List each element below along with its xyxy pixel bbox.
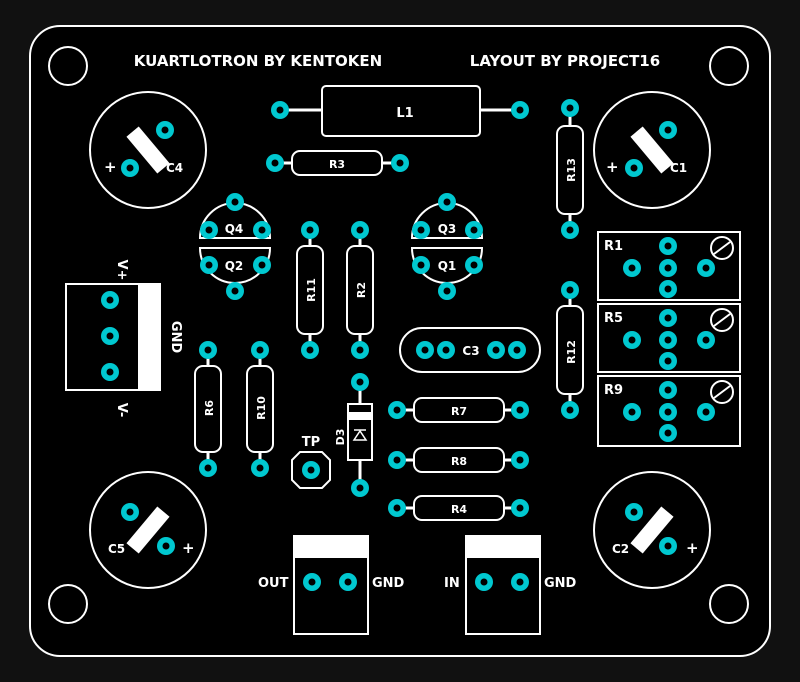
resistor-r2-label: R2	[355, 282, 368, 298]
trimmer-r5: R5	[597, 303, 741, 373]
out-connector-out-label: OUT	[258, 576, 289, 591]
transistor-q4: Q4	[198, 193, 272, 239]
transistor-q1-label: Q1	[438, 259, 457, 273]
capacitor-c1: + C1	[593, 91, 711, 209]
capacitor-c5: C5 +	[89, 471, 207, 589]
header-right-title: LAYOUT BY PROJECT16	[470, 52, 660, 70]
board-outline	[29, 25, 771, 657]
resistor-r2: R2	[346, 221, 374, 359]
resistor-r11-label: R11	[305, 278, 318, 302]
mounting-hole-bottom-right	[709, 584, 749, 624]
in-connector: IN GND	[444, 535, 577, 635]
resistor-r3: R3	[266, 150, 409, 176]
resistor-r13: R13	[556, 99, 584, 239]
trimmer-r1: R1	[597, 231, 741, 301]
transistor-q3-label: Q3	[438, 222, 457, 236]
resistor-r6-label: R6	[203, 400, 216, 416]
resistor-r7-label: R7	[451, 405, 467, 418]
capacitor-c4-label: C4	[166, 161, 183, 175]
power-connector: V+ GND V-	[65, 260, 183, 418]
resistor-r13-label: R13	[565, 158, 578, 182]
power-vminus-label: V-	[114, 403, 129, 418]
capacitor-c5-plus: +	[182, 539, 195, 557]
resistor-r10-label: R10	[255, 396, 268, 420]
resistor-r4-label: R4	[451, 503, 467, 516]
resistor-r8: R8	[388, 447, 529, 473]
resistor-r8-label: R8	[451, 455, 467, 468]
diode-d3: D3	[334, 373, 373, 497]
capacitor-c5-label: C5	[108, 542, 125, 556]
transistor-q4-label: Q4	[225, 222, 244, 236]
resistor-r3-label: R3	[329, 158, 345, 171]
transistor-q2-label: Q2	[225, 259, 244, 273]
power-vplus-label: V+	[114, 260, 129, 281]
trimmer-r9: R9	[597, 375, 741, 447]
out-connector: OUT GND	[258, 535, 405, 635]
capacitor-c1-plus: +	[606, 158, 619, 176]
capacitor-c2-label: C2	[612, 542, 629, 556]
in-connector-gnd-label: GND	[544, 576, 577, 591]
trimmer-r1-label: R1	[604, 239, 623, 254]
capacitor-c4: + C4	[89, 91, 207, 209]
capacitor-c2-plus: +	[686, 539, 699, 557]
inductor-l1-label: L1	[396, 106, 413, 121]
resistor-r4: R4	[388, 495, 529, 521]
testpoint-label: TP	[302, 435, 320, 450]
diode-d3-label: D3	[334, 429, 347, 446]
trimmer-r5-label: R5	[604, 311, 623, 326]
testpoint-tp: TP	[291, 435, 331, 489]
capacitor-c3: C3	[399, 327, 541, 373]
resistor-r10: R10	[246, 341, 274, 477]
resistor-r7: R7	[388, 397, 529, 423]
mounting-hole-top-left	[48, 46, 88, 86]
power-gnd-label: GND	[168, 321, 183, 354]
in-connector-in-label: IN	[444, 576, 460, 591]
resistor-r12-label: R12	[565, 340, 578, 364]
trimmer-r9-label: R9	[604, 383, 623, 398]
capacitor-c1-label: C1	[670, 161, 687, 175]
resistor-r6: R6	[194, 341, 222, 477]
transistor-q1: Q1	[410, 247, 484, 300]
resistor-r12: R12	[556, 281, 584, 419]
transistor-q3: Q3	[410, 193, 484, 239]
transistor-q2: Q2	[198, 247, 272, 300]
capacitor-c2: C2 +	[593, 471, 711, 589]
out-connector-gnd-label: GND	[372, 576, 405, 591]
mounting-hole-bottom-left	[48, 584, 88, 624]
mounting-hole-top-right	[709, 46, 749, 86]
capacitor-c4-plus: +	[104, 158, 117, 176]
header-left-title: KUARTLOTRON BY KENTOKEN	[134, 52, 382, 70]
capacitor-c3-label: C3	[462, 344, 479, 358]
resistor-r11: R11	[296, 221, 324, 359]
inductor-l1: L1	[271, 85, 529, 137]
